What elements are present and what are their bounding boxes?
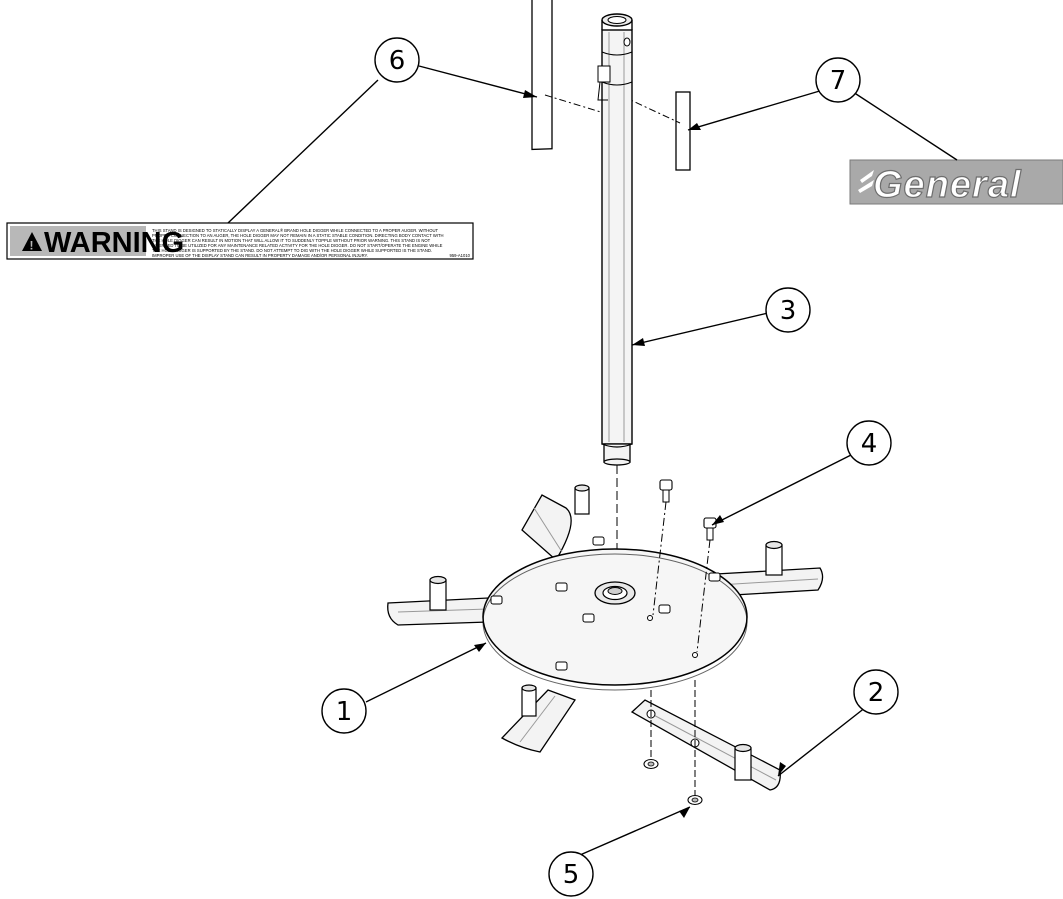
part-5-nut-left [643,758,659,770]
decal-7-strip [675,91,691,171]
warning-body-line: THE HOLE DIGGER IS SUPPORTED BY THE STAN… [152,248,432,253]
brand-decal: General [849,159,1063,207]
brand-swoosh-icon [858,170,874,193]
decal-6-strip [531,0,553,151]
callout-4-number: 4 [861,429,878,459]
warning-exclaim: ! [30,239,34,253]
plate-nut [582,613,595,623]
warning-body-line: THE HOLE DIGGER CAN RESULT IN MOTION THA… [152,238,431,243]
leader-lines [227,65,958,856]
plate-nut [708,572,721,582]
warning-decal: ! WARNING THIS STAND IS DESIGNED TO STAT… [6,222,474,260]
plate-nut [592,536,605,546]
callout-4: 4 [846,420,892,466]
warning-body-line: INTENDED TO BE UTILIZED FOR ANY MAINTENA… [152,243,443,248]
plate-nut [658,604,671,614]
callout-6: 6 [374,37,420,83]
callout-1-number: 1 [336,697,353,727]
warning-body-line: IMPROPER USE OF THE DISPLAY STAND CAN RE… [152,253,368,258]
leader-arrowheads [474,90,786,818]
part-2-foot-bracket-front-right [630,699,781,791]
callout-5-number: 5 [563,860,580,890]
part-2-foot-bracket-back [521,484,590,562]
callout-1: 1 [321,688,367,734]
warning-body: THIS STAND IS DESIGNED TO STATICALLY DIS… [152,228,444,258]
plate-nut [555,582,568,592]
part-2-foot-bracket-left [387,575,489,626]
warning-body-line: THIS STAND IS DESIGNED TO STATICALLY DIS… [152,228,439,233]
callout-7-number: 7 [830,66,847,96]
part-4-bolt-left [652,479,673,616]
callout-7: 7 [815,57,861,103]
callout-5: 5 [548,851,594,897]
plate-nut [555,661,568,671]
part-2-foot-bracket-front-left [500,684,577,753]
decal-6-align-line [544,94,605,114]
callout-2: 2 [853,669,899,715]
part-1-base-plate [482,536,748,691]
part-5-nut-right [687,794,703,806]
warning-triangle-icon [22,232,42,251]
plate-nut [490,595,503,605]
callout-3: 3 [765,287,811,333]
warning-body-line: PROPER CONNECTION TO AN AUGER, THE HOLE … [152,233,444,238]
warning-part-code: 959-A1010 [450,253,471,258]
part-3-upright-tube [597,13,633,466]
part-2-foot-bracket-right [715,540,824,597]
warning-heading: WARNING [44,227,184,259]
brand-logo-text: General [873,164,1022,206]
callout-6-number: 6 [389,46,406,76]
callout-3-number: 3 [780,296,797,326]
callout-2-number: 2 [868,678,885,708]
